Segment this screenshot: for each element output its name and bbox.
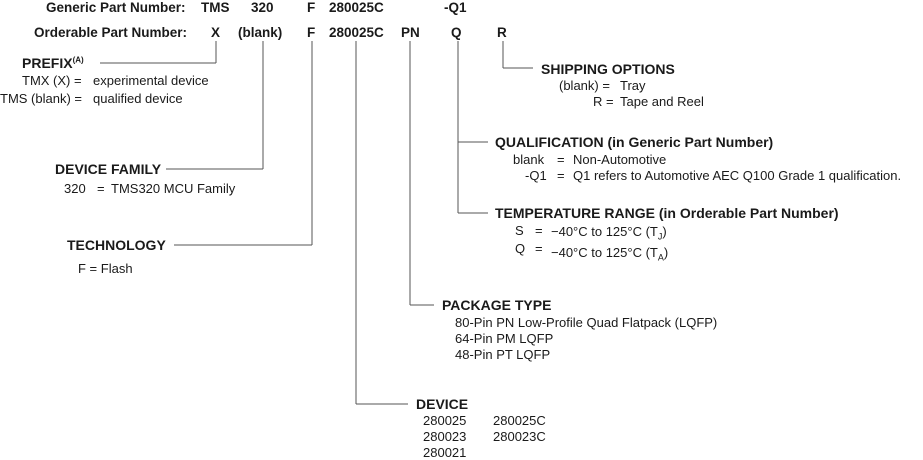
generic-family: 320: [251, 0, 274, 15]
shipping-tray-key: (blank) =: [559, 78, 610, 93]
orderable-device: 280025C: [329, 25, 384, 40]
orderable-prefix: X: [211, 25, 221, 40]
package-row-48pin: 48-Pin PT LQFP: [455, 347, 551, 362]
orderable-shipping: R: [497, 25, 507, 40]
prefix-row-tms-value: qualified device: [93, 91, 183, 106]
shipping-tray-value: Tray: [620, 78, 646, 93]
package-title: PACKAGE TYPE: [442, 297, 552, 313]
orderable-part-label: Orderable Part Number:: [34, 25, 188, 40]
device-item: 280023C: [493, 429, 546, 444]
qualification-q1-key: -Q1: [525, 168, 547, 183]
prefix-row-tmx-value: experimental device: [93, 73, 209, 88]
temperature-q-sub: A: [657, 252, 664, 263]
device-family-value: TMS320 MCU Family: [111, 181, 236, 196]
prefix-note: (A): [72, 55, 84, 65]
qualification-q1-value: Q1 refers to Automotive AEC Q100 Grade 1…: [573, 168, 902, 183]
qualification-blank-value: Non-Automotive: [573, 152, 667, 167]
qualification-q1-eq: =: [557, 168, 565, 183]
shipping-reel-key: R =: [593, 94, 614, 109]
temperature-s-value: −40°C to 125°C (TJ): [551, 224, 667, 242]
device-family-key: 320: [64, 181, 86, 196]
temperature-s-sub: J: [657, 231, 663, 242]
device-item: 280023: [423, 429, 467, 444]
temperature-s-eq: =: [535, 223, 543, 238]
orderable-temperature: Q: [451, 25, 462, 40]
device-item: 280025C: [493, 413, 546, 428]
device-item: 280025: [423, 413, 467, 428]
temperature-q-value: −40°C to 125°C (TA): [551, 245, 669, 263]
generic-prefix: TMS: [201, 0, 230, 15]
orderable-package: PN: [401, 25, 420, 40]
temperature-q-key: Q: [515, 241, 526, 256]
orderable-technology: F: [307, 25, 316, 40]
generic-technology: F: [307, 0, 316, 15]
prefix-row-tmx-key: TMX (X) =: [22, 73, 82, 88]
prefix-title: PREFIX(A): [22, 55, 84, 71]
qualification-blank-eq: =: [557, 152, 565, 167]
package-row-80pin: 80-Pin PN Low-Profile Quad Flatpack (LQF…: [455, 315, 718, 330]
qualification-title: QUALIFICATION (in Generic Part Number): [495, 134, 774, 150]
device-family-title: DEVICE FAMILY: [55, 161, 162, 177]
technology-value: F = Flash: [78, 261, 133, 276]
device-title: DEVICE: [416, 396, 469, 412]
device-item: 280021: [423, 445, 467, 460]
generic-qualification: -Q1: [444, 0, 467, 15]
shipping-reel-value: Tape and Reel: [620, 94, 704, 109]
orderable-family: (blank): [238, 25, 283, 40]
technology-title: TECHNOLOGY: [67, 237, 166, 253]
device-family-eq: =: [97, 181, 105, 196]
generic-device: 280025C: [329, 0, 384, 15]
temperature-title: TEMPERATURE RANGE (in Orderable Part Num…: [495, 205, 839, 221]
shipping-title: SHIPPING OPTIONS: [541, 61, 675, 77]
temperature-s-key: S: [515, 223, 524, 238]
qualification-blank-key: blank: [513, 152, 545, 167]
prefix-row-tms-key: TMS (blank) =: [0, 91, 82, 106]
generic-part-label: Generic Part Number:: [46, 0, 186, 15]
package-row-64pin: 64-Pin PM LQFP: [455, 331, 554, 346]
temperature-q-eq: =: [535, 241, 543, 256]
